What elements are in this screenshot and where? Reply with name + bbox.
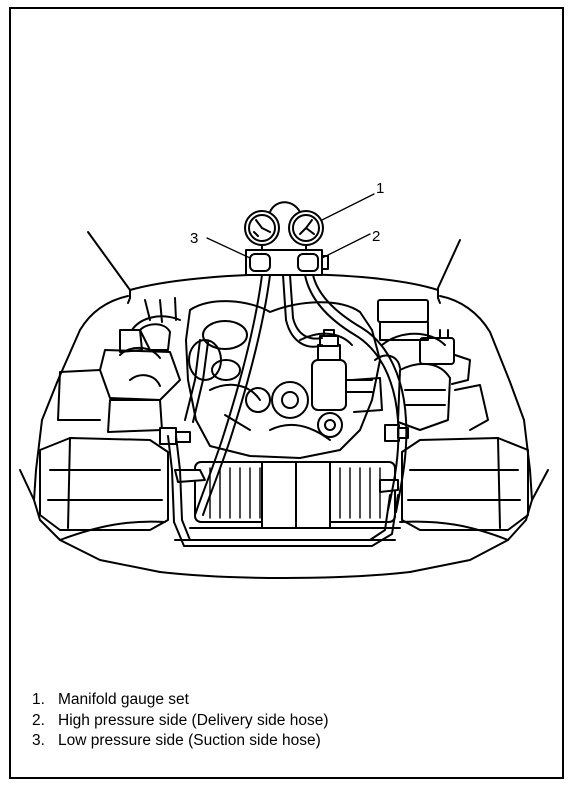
callout-leaders [206,193,375,259]
legend-item-text: High pressure side (Delivery side hose) [58,711,329,729]
hoses [167,274,408,547]
legend-item-number: 3. [32,732,45,749]
callout-3: 3 [190,230,198,247]
engine-block [57,297,381,459]
legend-item-text: Manifold gauge set [58,691,189,708]
legend-item: 3. Low pressure side (Suction side hose) [32,731,329,752]
legend-item-number: 2. [32,711,45,729]
legend: 1. Manifold gauge set 2. High pressure s… [32,690,329,752]
refrigerant-can [311,329,373,438]
callout-1: 1 [376,180,384,197]
service-ports [159,424,409,493]
legend-item-number: 1. [32,691,45,708]
legend-item-text: Low pressure side (Suction side hose) [58,732,321,749]
right-components [351,299,489,431]
manifold-gauge-set [244,201,329,276]
left-headlight [39,437,169,531]
legend-item: 1. Manifold gauge set [32,690,329,711]
engine-bay-illustration: 1 2 3 [19,180,549,579]
legend-item: 2. High pressure side (Delivery side hos… [32,711,329,732]
right-headlight [401,437,529,531]
callout-2: 2 [372,228,380,245]
